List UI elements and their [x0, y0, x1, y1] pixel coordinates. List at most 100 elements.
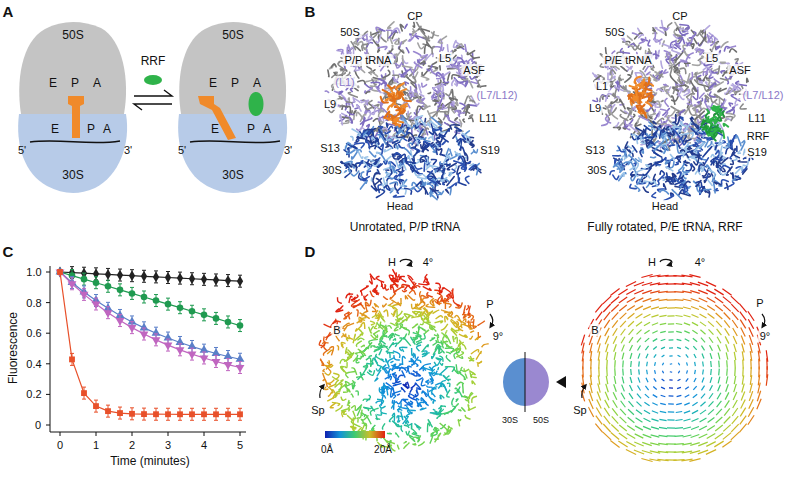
- rna-strand: [717, 156, 722, 165]
- x-tick: [132, 432, 133, 436]
- rna-strand: [635, 77, 641, 83]
- rna-strand: [626, 44, 633, 47]
- rna-strand: [373, 173, 380, 180]
- rna-strand: [410, 187, 414, 189]
- rna-strand: [366, 141, 370, 149]
- rna-strand: [735, 99, 739, 104]
- rna-strand: [428, 93, 430, 94]
- rna-strand: [632, 146, 636, 152]
- rna-strand: [632, 45, 639, 50]
- rna-strand: [670, 161, 674, 168]
- rna-strand: [418, 55, 428, 62]
- rna-strand: [393, 71, 398, 81]
- rna-strand: [653, 181, 657, 187]
- rna-strand: [659, 190, 663, 192]
- rna-strand: [423, 148, 428, 152]
- rna-strand: [740, 104, 746, 109]
- rna-strand: [670, 57, 672, 64]
- rna-strand: [650, 113, 655, 115]
- data-marker: [224, 351, 233, 359]
- rna-strand: [704, 189, 711, 190]
- rna-strand: [352, 129, 360, 135]
- rna-strand: [625, 142, 628, 148]
- rna-strand: [611, 73, 613, 80]
- rna-strand: [446, 189, 449, 193]
- rna-strand: [386, 135, 390, 140]
- rna-strand: [379, 29, 384, 31]
- rna-strand: [672, 44, 674, 50]
- rna-strand: [690, 164, 691, 165]
- y-tick: [46, 333, 50, 334]
- rna-strand: [659, 111, 660, 116]
- rna-strand: [420, 94, 424, 96]
- rna-strand: [722, 158, 728, 163]
- rna-strand: [672, 51, 680, 54]
- rna-strand: [433, 86, 442, 89]
- rna-strand: [427, 182, 428, 183]
- rna-strand: [653, 28, 655, 31]
- rna-strand: [668, 135, 671, 137]
- rna-strand: [723, 168, 726, 171]
- axes: [50, 266, 246, 432]
- rna-strand: [616, 159, 622, 166]
- x-tick: [96, 432, 97, 436]
- rna-strand: [373, 119, 381, 129]
- rna-strand: [677, 145, 682, 153]
- data-marker: [189, 273, 195, 284]
- rna-strand: [661, 123, 666, 126]
- rna-strand: [645, 65, 652, 71]
- data-marker: [201, 274, 207, 285]
- rna-strand: [738, 150, 740, 153]
- rna-strand: [444, 129, 449, 137]
- rna-strand: [389, 126, 393, 129]
- rna-strand: [705, 96, 709, 102]
- rna-strand: [663, 44, 670, 48]
- rna-strand: [666, 167, 673, 171]
- rna-strand: [690, 73, 692, 79]
- rna-strand: [393, 195, 404, 197]
- rna-strand: [714, 79, 719, 83]
- rna-strand: [664, 51, 670, 55]
- rna-strand: [654, 110, 655, 112]
- rna-strand: [456, 110, 459, 112]
- rna-strand: [384, 111, 389, 117]
- rna-strand: [630, 86, 638, 87]
- rna-strand: [686, 53, 693, 60]
- rna-strand: [448, 73, 450, 80]
- rna-strand: [651, 156, 656, 158]
- rna-strand: [629, 155, 637, 163]
- rna-strand: [421, 61, 425, 65]
- rna-strand: [610, 67, 617, 74]
- rna-strand: [379, 117, 381, 121]
- rna-strand: [411, 164, 414, 171]
- rna-strand: [395, 63, 401, 65]
- rna-strand: [365, 88, 373, 93]
- rna-strand: [719, 141, 723, 144]
- rna-strand: [706, 174, 708, 179]
- rna-strand: [620, 115, 628, 121]
- rna-strand: [395, 110, 405, 117]
- rna-strand: [433, 94, 438, 97]
- rna-strand: [390, 182, 397, 185]
- rna-strand: [457, 139, 461, 145]
- rna-strand: [388, 95, 395, 102]
- rna-strand: [428, 66, 437, 69]
- rna-strand: [458, 182, 466, 185]
- rna-strand: [331, 64, 336, 67]
- data-marker: [237, 322, 244, 329]
- rna-strand: [340, 115, 342, 125]
- rna-strand: [735, 176, 740, 179]
- rna-strand: [698, 109, 702, 112]
- rna-strand: [442, 135, 449, 141]
- rna-strand: [385, 131, 390, 133]
- rna-strand: [698, 58, 701, 60]
- rna-strand: [383, 70, 390, 77]
- rna-strand: [706, 69, 708, 75]
- forward-harpoon: [134, 90, 172, 96]
- rna-strand: [379, 127, 383, 129]
- rna-strand: [372, 110, 379, 113]
- rna-strand: [712, 106, 719, 111]
- rna-strand: [449, 173, 452, 176]
- rna-strand: [383, 178, 386, 185]
- rna-strand: [637, 177, 642, 185]
